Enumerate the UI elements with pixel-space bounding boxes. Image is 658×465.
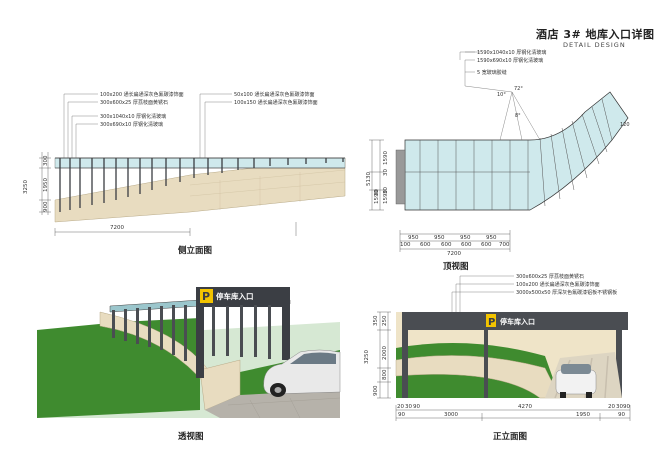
sheet-subtitle: DETAIL DESIGN <box>563 41 626 49</box>
front-p-letter: P <box>488 317 495 328</box>
front-p-box <box>486 314 496 327</box>
persp-p-box <box>200 289 213 303</box>
front-dim-v4: 900 <box>373 385 379 396</box>
front-dim-v5: 800 <box>382 369 388 380</box>
front-note-2: 3000x500x50 厚深灰色氟碳漆铝板不锈钢板 <box>516 289 617 296</box>
front-dim-t5: 30 <box>616 404 623 410</box>
front-dim-b2: 1950 <box>576 412 590 418</box>
caption-side-elevation: 侧立面图 <box>178 246 213 256</box>
top-angle-0: 10° <box>497 92 506 98</box>
front-dim-t1: 30 <box>405 404 412 410</box>
persp-grass-left <box>37 318 200 418</box>
top-dim-v5: 1590 <box>374 190 380 204</box>
front-car <box>555 364 597 398</box>
front-note-0: 300x600x25 厚荔枝面黄锈石 <box>516 273 584 280</box>
side-stone-wall <box>54 157 346 223</box>
side-glass-band <box>54 157 346 169</box>
front-dim-t3: 4270 <box>518 404 532 410</box>
caption-perspective: 透视图 <box>178 432 204 442</box>
top-dim-b5: 700 <box>499 242 510 248</box>
front-dim-v0: 250 <box>382 315 388 326</box>
side-note-l3: 300x690x10 厚钢化清玻璃 <box>100 121 163 128</box>
top-dim-t0: 950 <box>408 235 419 241</box>
persp-p-letter: P <box>202 290 210 303</box>
top-dim-t1: 950 <box>434 235 445 241</box>
top-end-wall <box>395 149 406 205</box>
front-col-right <box>616 312 622 398</box>
side-note-l1: 300x600x25 厚荔枝面黄锈石 <box>100 99 168 106</box>
top-dim-v2: 5130 <box>366 172 372 186</box>
top-dim-v6: 30 <box>374 189 380 196</box>
persp-columns <box>112 305 271 361</box>
top-dim-v4: 30 <box>383 187 389 194</box>
sheet-title: 酒店 3# 地库入口详图 <box>536 28 655 41</box>
top-dim-t3: 950 <box>486 235 497 241</box>
persp-car <box>263 349 341 397</box>
front-note-1: 100x200 通长扁通深灰色氟碳漆饰面 <box>516 281 600 288</box>
top-dim-v0: 1590 <box>383 151 389 165</box>
side-dim-v0: 300 <box>43 155 49 166</box>
top-arc-dim: 120 <box>620 122 630 128</box>
top-dim-total: 7200 <box>447 251 461 257</box>
front-sign-text: 停车库入口 <box>500 317 535 326</box>
front-dim-t0: 20 <box>397 404 404 410</box>
side-dim-v2: 3250 <box>23 180 29 194</box>
side-note-r0: 50x100 通长扁通深灰色氟碳漆饰面 <box>234 91 314 98</box>
side-elevation: 300 1950 3250 900 7200 100x200 通长扁通深灰色氟碳… <box>23 91 346 236</box>
side-dim-h: 7200 <box>110 225 124 231</box>
top-dim-b3: 600 <box>461 242 472 248</box>
top-note-1: 1590x690x10 厚钢化清玻璃 <box>477 57 543 64</box>
persp-portal-right <box>282 300 290 360</box>
front-dim-b3: 90 <box>618 412 625 418</box>
front-dim-t2: 90 <box>413 404 420 410</box>
top-dim-v3: 1590 <box>383 190 389 204</box>
top-note-0: 1590x1040x10 厚钢化清玻璃 <box>477 49 546 56</box>
persp-road <box>205 390 340 418</box>
front-col-left <box>402 312 408 398</box>
front-dim-b0: 90 <box>398 412 405 418</box>
persp-sign-text: 停车库入口 <box>216 291 254 301</box>
persp-portal-left <box>196 300 204 378</box>
top-note-2: 5 宽玻璃胶缝 <box>477 69 507 76</box>
top-dim-t2: 950 <box>460 235 471 241</box>
top-dim-b0: 100 <box>400 242 411 248</box>
front-elevation: P 停车库入口 300x600x25 <box>364 273 630 421</box>
top-angle-2: 8° <box>515 113 521 119</box>
caption-top-view: 顶视图 <box>443 262 469 272</box>
top-dim-b1: 600 <box>420 242 431 248</box>
front-dim-v2: 2000 <box>382 346 388 360</box>
top-dim-b4: 600 <box>481 242 492 248</box>
side-posts <box>59 158 344 212</box>
front-dim-v3: 3250 <box>364 350 370 364</box>
top-angle-1: 72° <box>514 86 523 92</box>
side-note-l2: 300x1040x10 厚钢化清玻璃 <box>100 113 166 120</box>
top-dim-v1: 30 <box>383 169 389 176</box>
side-dim-v1: 1950 <box>43 178 49 192</box>
caption-front-elevation: 正立面图 <box>493 432 528 442</box>
top-view: 10° 72° 8° 120 1590x1040x10 厚钢化清玻璃 1590x… <box>366 49 630 257</box>
perspective-view: P 停车库入口 <box>37 287 341 419</box>
side-dim-v3: 900 <box>43 201 49 212</box>
side-note-r1: 100x150 通长扁通深灰色氟碳漆饰面 <box>234 99 318 106</box>
persp-portal-beam <box>196 287 290 307</box>
front-dim-t4: 20 <box>608 404 615 410</box>
side-note-l0: 100x200 通长扁通深灰色氟碳漆饰面 <box>100 91 184 98</box>
front-portal-beam <box>402 312 628 330</box>
front-dim-t6: 90 <box>623 404 630 410</box>
front-dim-b1: 3000 <box>444 412 458 418</box>
front-dim-v1: 350 <box>373 315 379 326</box>
top-dim-b2: 600 <box>441 242 452 248</box>
